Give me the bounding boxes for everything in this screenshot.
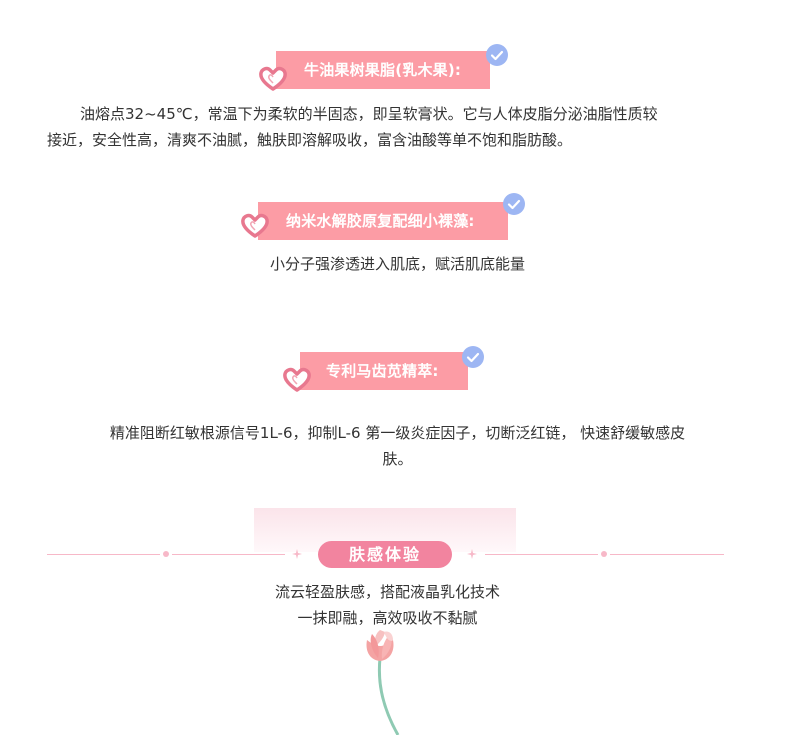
section-1-title-text: 牛油果树果脂(乳木果): [304,61,462,79]
section-2-title: 纳米水解胶原复配细小裸藻: [240,191,530,240]
tulip-flower-icon [366,630,400,735]
feel-badge: 肤感体验 [318,541,452,568]
section-3-line-2: 肤。 [382,450,413,468]
check-circle-icon [503,193,525,215]
section-3-body: 精准阻断红敏根源信号1L-6，抑制L-6 第一级炎症因子，切断泛红链， 快速舒缓… [40,420,755,472]
title-bar [258,202,508,240]
section-3-line-1: 精准阻断红敏根源信号1L-6，抑制L-6 第一级炎症因子，切断泛红链， 快速舒缓… [109,424,686,442]
divider-dot-right [601,551,607,557]
title-bar [300,352,468,390]
title-bar [276,51,490,89]
divider-left-outer [47,554,160,555]
section-2-title-text: 纳米水解胶原复配细小裸藻: [286,212,475,230]
section-2-body: 小分子强渗透进入肌底，赋活肌底能量 [269,255,525,273]
heart-icon [259,66,287,91]
section-1-line-2: 接近，安全性高，清爽不油腻，触肤即溶解吸收，富含油酸等单不饱和脂肪酸。 [47,131,573,149]
divider-right-outer [610,554,724,555]
heart-icon [283,367,311,392]
heart-icon [241,213,269,238]
divider-dot-left [163,551,169,557]
section-1-body: 油熔点32~45℃，常温下为柔软的半固态，即呈软膏状。它与人体皮脂分泌油脂性质较… [47,101,747,153]
section-1-title: 牛油果树果脂(乳木果): [258,40,508,91]
sparkle-icon [292,549,302,559]
feel-line-2: 一抹即融，高效吸收不黏腻 [297,609,478,627]
divider-right-inner [485,554,598,555]
feel-body: 流云轻盈肤感，搭配液晶乳化技术 一抹即融，高效吸收不黏腻 [0,579,775,631]
divider-left-inner [172,554,285,555]
check-circle-icon [462,346,484,368]
section-1-line-1: 油熔点32~45℃，常温下为柔软的半固态，即呈软膏状。它与人体皮脂分泌油脂性质较 [80,105,658,123]
section-3-title-text: 专利马齿苋精萃: [326,362,439,380]
sparkle-icon [467,549,477,559]
check-circle-icon [486,44,508,66]
feel-line-1: 流云轻盈肤感，搭配液晶乳化技术 [274,583,500,601]
section-3-title: 专利马齿苋精萃: [282,341,492,392]
